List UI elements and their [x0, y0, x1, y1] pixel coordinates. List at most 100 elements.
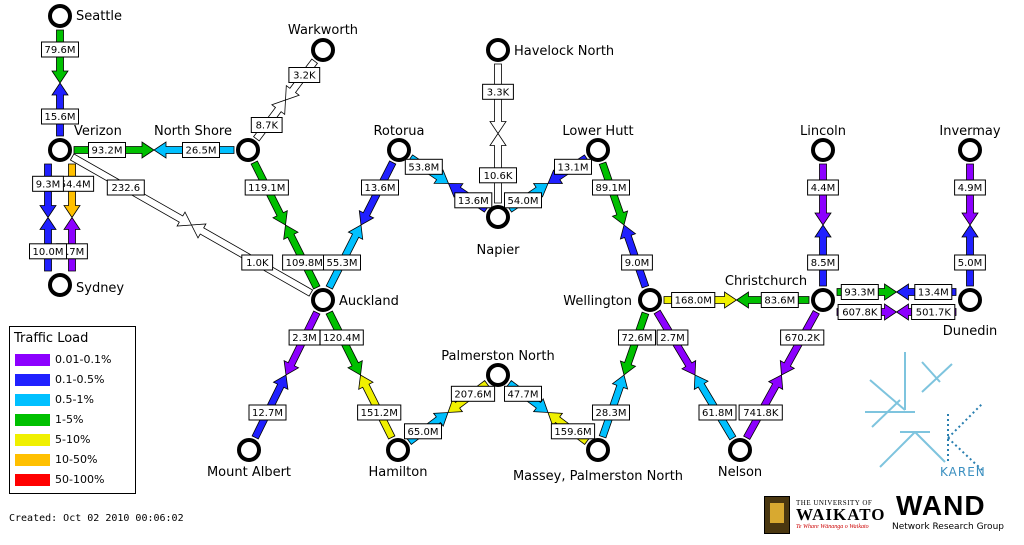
node-nelson[interactable]: [728, 438, 752, 462]
link-label-wellington-massey: 72.6M: [618, 329, 656, 346]
link-label-christchurch-nelson: 670.2K: [780, 329, 825, 346]
link-label-text: 93.2M: [92, 146, 123, 157]
link-label-text: 93.3M: [844, 288, 875, 299]
link-label-text: 5.0M: [958, 258, 983, 269]
link-label-napier-havelock: 10.6K: [479, 167, 517, 184]
link-label-text: 670.2K: [785, 333, 821, 344]
link-label-box: [840, 284, 879, 300]
link-label-box: [807, 254, 839, 271]
link-label-invermay-dunedin: 4.9M: [954, 179, 986, 196]
node-rotorua[interactable]: [387, 138, 411, 162]
node-lowerhutt[interactable]: [586, 138, 610, 162]
link-label-hamilton-auckland: 151.2M: [357, 404, 402, 421]
wand-logo: WAND Network Research Group: [892, 490, 1022, 538]
link-label-text: 741.8K: [743, 408, 779, 419]
link-label-text: 13.1M: [558, 162, 589, 173]
link-label-text: 3.2K: [293, 71, 316, 82]
node-sydney[interactable]: [48, 273, 72, 297]
node-massey[interactable]: [586, 438, 610, 462]
link-label-box: [807, 179, 839, 196]
wand-wordmark: WAND: [896, 490, 986, 521]
link-label-box: [357, 404, 402, 421]
legend-label: 5-10%: [55, 433, 91, 446]
node-label-seattle: Seattle: [76, 9, 122, 24]
link-label-box: [32, 175, 64, 192]
legend-swatch: [15, 414, 50, 426]
link-label-box: [29, 243, 67, 260]
node-verizon[interactable]: [48, 138, 72, 162]
node-label-sydney: Sydney: [76, 281, 124, 296]
link-label-auckland-mountalbert: 2.3M: [288, 329, 321, 346]
node-invermay[interactable]: [958, 138, 982, 162]
link-label-northshore-warkworth: 8.7K: [250, 117, 283, 133]
karen-wordmark: KAREN: [940, 465, 986, 479]
link-label-text: 54.0M: [508, 196, 539, 207]
node-label-napier: Napier: [477, 243, 521, 258]
node-northshore[interactable]: [236, 138, 260, 162]
link-label-dunedin-christchurch: 501.7K: [911, 304, 956, 320]
node-wellington[interactable]: [638, 288, 662, 312]
legend-label: 0.1-0.5%: [55, 373, 105, 386]
waikato-main-text: WAIKATO: [796, 505, 886, 524]
node-label-warkworth: Warkworth: [288, 23, 358, 38]
link-label-dunedin-invermay: 5.0M: [954, 254, 986, 271]
node-label-palmerston: Palmerston North: [441, 349, 554, 364]
link-label-palmerston-massey: 47.7M: [504, 385, 542, 402]
link-label-text: 15.6M: [45, 112, 76, 123]
node-hamilton[interactable]: [386, 438, 410, 462]
legend-label: 1-5%: [55, 413, 84, 426]
node-christchurch[interactable]: [811, 288, 835, 312]
link-label-box: [550, 423, 596, 440]
link-label-text: 2.3M: [292, 333, 317, 344]
link-label-text: 4.9M: [958, 183, 983, 194]
link-label-text: 26.5M: [186, 146, 217, 157]
link-label-text: 207.6M: [454, 389, 491, 400]
link-label-box: [618, 329, 656, 346]
link-label-box: [248, 404, 287, 421]
link-label-text: 65.0M: [408, 427, 439, 438]
legend-swatch: [15, 434, 50, 446]
link-label-mountalbert-auckland: 12.7M: [248, 404, 287, 421]
legend-swatch: [15, 474, 50, 486]
link-label-box: [450, 385, 496, 402]
node-dunedin[interactable]: [958, 288, 982, 312]
link-label-wellington-nelson: 2.7M: [656, 329, 689, 346]
link-label-text: 1.7M: [60, 247, 85, 258]
node-label-lowerhutt: Lower Hutt: [562, 124, 633, 139]
link-label-nelson-wellington: 61.8M: [698, 404, 737, 421]
node-auckland[interactable]: [311, 288, 335, 312]
link-label-dunedin-christchurch: 13.4M: [914, 284, 953, 300]
link-label-northshore-auckland: 119.1M: [244, 179, 289, 196]
node-label-auckland: Auckland: [339, 294, 399, 309]
link-label-text: 9.3M: [36, 179, 61, 190]
node-seattle[interactable]: [48, 4, 72, 28]
link-label-box: [323, 254, 361, 271]
node-warkworth[interactable]: [311, 38, 335, 62]
link-label-text: 168.0M: [675, 296, 712, 307]
node-mountalbert[interactable]: [237, 438, 261, 462]
node-lincoln[interactable]: [811, 138, 835, 162]
link-label-box: [41, 108, 79, 125]
link-label-box: [914, 284, 953, 300]
link-label-box: [656, 329, 689, 346]
link-label-text: 47.7M: [508, 389, 539, 400]
link-label-christchurch-dunedin: 93.3M: [840, 284, 879, 300]
link-label-hamilton-palmerston: 65.0M: [404, 423, 442, 440]
link-label-text: 61.8M: [702, 408, 733, 419]
legend-label: 50-100%: [55, 473, 105, 486]
node-napier[interactable]: [486, 205, 510, 229]
link-label-box: [698, 404, 737, 421]
link-label-box: [479, 167, 517, 184]
waikato-logo: THE UNIVERSITY OF WAIKATO Te Whare Wānan…: [764, 496, 886, 536]
link-label-text: 83.6M: [764, 296, 795, 307]
link-label-verizon-auckland: 232.6: [106, 179, 145, 196]
link-label-lowerhutt-wellington: 89.1M: [592, 179, 630, 196]
legend-label: 10-50%: [55, 453, 98, 466]
link-label-box: [250, 117, 283, 133]
node-havelock[interactable]: [486, 38, 510, 62]
node-palmerston[interactable]: [486, 363, 510, 387]
link-label-box: [837, 304, 882, 320]
link-label-box: [671, 292, 716, 308]
